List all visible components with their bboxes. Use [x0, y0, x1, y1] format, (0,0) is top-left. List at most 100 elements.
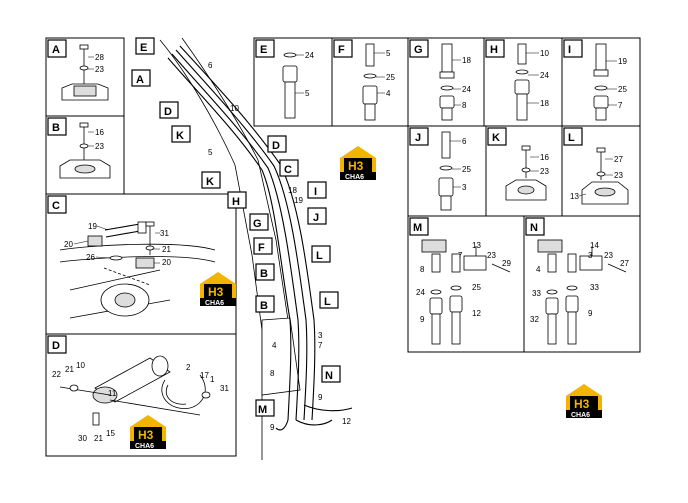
callout-b: B: [260, 300, 268, 312]
callout-e: E: [140, 42, 147, 54]
callout-f: F: [258, 242, 265, 254]
part-number: 30: [78, 434, 87, 443]
part-number: 5: [305, 89, 310, 98]
callout-h: H: [232, 196, 240, 208]
logo-mark: H3: [574, 397, 590, 411]
part-number: 8: [270, 369, 275, 378]
part-number: 22: [52, 370, 61, 379]
part-number: 16: [540, 153, 549, 162]
detail-panel-l: L 27 23 13: [561, 125, 641, 217]
part-number: 18: [540, 99, 549, 108]
boom-assembly: E A D K D C K H I G J F L B B L N M 6: [131, 37, 353, 460]
part-number: 21: [94, 434, 103, 443]
part-number: 18: [288, 186, 297, 195]
part-number: 17: [200, 371, 209, 380]
callout-g: G: [253, 218, 262, 230]
brand-logo: H3 CHA6: [130, 415, 166, 450]
part-number: 28: [95, 53, 104, 62]
part-number: 23: [95, 142, 104, 151]
logo-sub: CHA6: [571, 412, 590, 419]
logo-mark: H3: [208, 285, 224, 299]
callout-c: C: [284, 164, 292, 176]
callout-a: A: [136, 74, 144, 86]
part-number: 31: [220, 384, 229, 393]
panel-label-g: G: [414, 44, 423, 56]
panel-label-d: D: [52, 340, 60, 352]
part-number: 2: [186, 363, 191, 372]
panel-label-f: F: [338, 44, 345, 56]
part-number: 5: [208, 148, 213, 157]
logo-sub: CHA6: [205, 300, 224, 307]
part-number: 1: [210, 375, 215, 384]
callout-k: K: [176, 130, 184, 142]
detail-panel-h: H 10 24 18: [483, 37, 563, 127]
part-number: 19: [294, 196, 303, 205]
detail-panel-f: F 5 25 4: [331, 37, 409, 127]
part-number: 24: [462, 85, 471, 94]
part-number: 18: [462, 56, 471, 65]
part-number: 23: [614, 171, 623, 180]
part-number: 9: [270, 423, 275, 432]
part-number: 8: [462, 101, 467, 110]
panel-label-m: M: [413, 222, 422, 234]
part-number: 3: [462, 183, 467, 192]
detail-panel-n: N 14 3 23 27 4 33 33 9 32: [523, 215, 641, 353]
detail-panel-b: B 16 23: [45, 115, 125, 195]
part-number: 27: [620, 259, 629, 268]
part-number: 29: [502, 259, 511, 268]
logo-sub: CHA6: [135, 443, 154, 450]
part-number: 19: [88, 222, 97, 231]
callout-b: B: [260, 268, 268, 280]
part-number: 31: [160, 229, 169, 238]
part-number: 4: [272, 341, 277, 350]
part-number: 3: [318, 331, 323, 340]
callout-l: L: [324, 296, 331, 308]
part-number: 6: [208, 61, 213, 70]
part-number: 9: [588, 309, 593, 318]
part-number: 16: [95, 128, 104, 137]
part-number: 9: [420, 315, 425, 324]
part-number: 32: [530, 315, 539, 324]
part-number: 7: [458, 251, 463, 260]
part-number: 21: [162, 245, 171, 254]
logo-mark: H3: [138, 428, 154, 442]
part-number: 6: [462, 137, 467, 146]
part-number: 33: [532, 289, 541, 298]
part-number: 19: [618, 57, 627, 66]
callout-m: M: [258, 404, 267, 416]
logo-sub: CHA6: [345, 174, 364, 181]
brand-logo: H3 CHA6: [200, 272, 236, 307]
detail-panel-k: K 16 23: [485, 125, 563, 217]
part-number: 25: [472, 283, 481, 292]
part-number: 7: [618, 101, 623, 110]
part-number: 23: [487, 251, 496, 260]
callout-d: D: [272, 140, 280, 152]
part-number: 26: [86, 253, 95, 262]
callout-l: L: [316, 250, 323, 262]
callout-k: K: [206, 176, 214, 188]
detail-panel-a: A 28 23: [45, 37, 125, 117]
part-number: 23: [95, 65, 104, 74]
detail-panel-g: G 18 24 8: [407, 37, 485, 127]
callout-n: N: [325, 370, 333, 382]
brand-logo: H3 CHA6: [340, 146, 376, 181]
part-number: 4: [386, 89, 391, 98]
panel-label-a: A: [52, 44, 60, 56]
part-number: 10: [540, 49, 549, 58]
panel-label-h: H: [490, 44, 498, 56]
part-number: 13: [570, 192, 579, 201]
part-number: 24: [416, 288, 425, 297]
part-number: 8: [420, 265, 425, 274]
panel-label-c: C: [52, 200, 60, 212]
part-number: 7: [318, 341, 323, 350]
part-number: 23: [604, 251, 613, 260]
part-number: 25: [386, 73, 395, 82]
logo-mark: H3: [348, 159, 364, 173]
part-number: 12: [342, 417, 351, 426]
part-number: 15: [106, 429, 115, 438]
brand-logo: H3 CHA6: [566, 384, 602, 419]
part-number: 14: [590, 241, 599, 250]
part-number: 20: [162, 258, 171, 267]
detail-panel-m: M 13 7 23 29 8 25 24 12 9: [407, 215, 525, 353]
